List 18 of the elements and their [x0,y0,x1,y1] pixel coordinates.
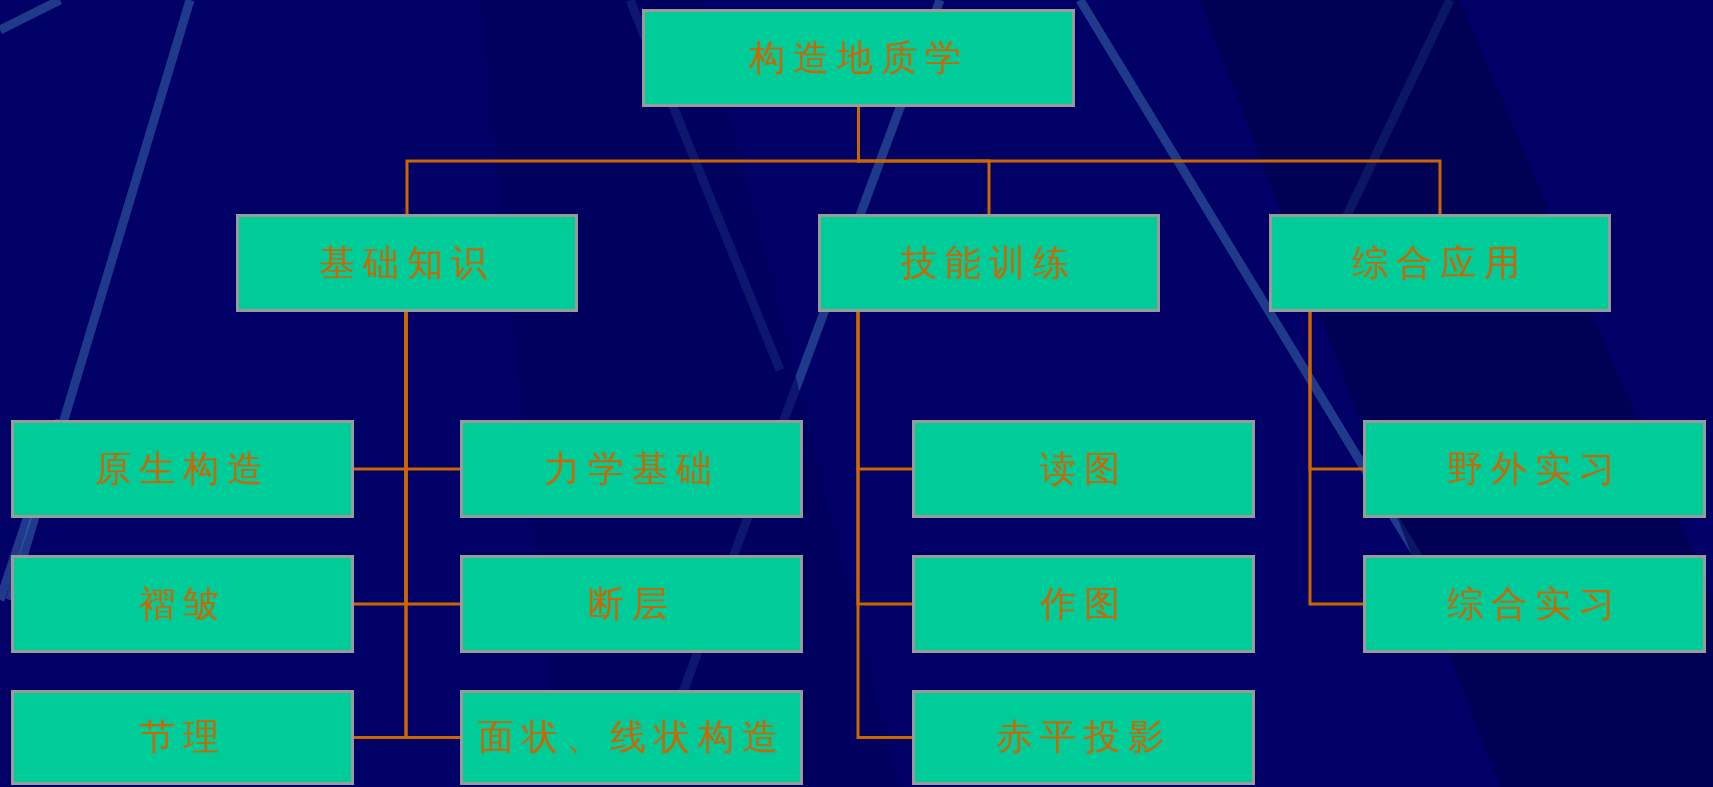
connector-line [404,312,460,739]
topic-box: 野外实习 [1363,420,1706,518]
topic-box: 构造地质学 [642,9,1075,107]
connector-line [856,312,912,739]
topic-box: 读图 [912,420,1255,518]
topic-box: 赤平投影 [912,690,1255,785]
topic-box: 褶皱 [11,555,354,653]
topic-box: 综合实习 [1363,555,1706,653]
topic-box: 力学基础 [460,420,803,518]
topic-box: 作图 [912,555,1255,653]
topic-box: 基础知识 [236,214,578,312]
topic-box: 断层 [460,555,803,653]
topic-box: 综合应用 [1269,214,1611,312]
topic-box: 节理 [11,690,354,785]
topic-box: 技能训练 [818,214,1160,312]
topic-box: 面状、线状构造 [460,690,803,785]
connector-line [1308,312,1363,606]
topic-box: 原生构造 [11,420,354,518]
